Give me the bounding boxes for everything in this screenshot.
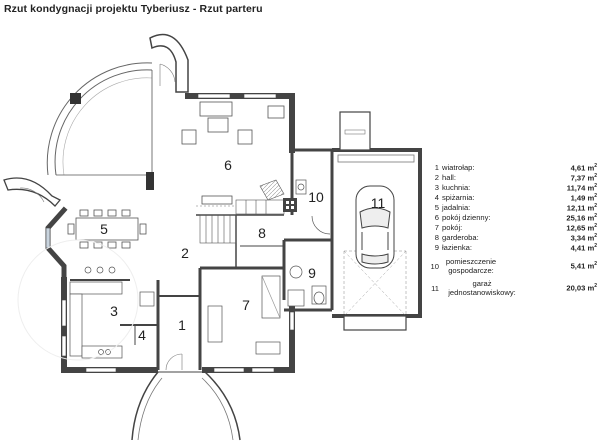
chimney-icon xyxy=(283,198,297,212)
svg-text:1: 1 xyxy=(178,317,186,333)
garage xyxy=(332,111,422,331)
bathroom-fixtures xyxy=(287,265,327,307)
kitchen-fixtures xyxy=(69,266,155,359)
svg-text:2: 2 xyxy=(181,245,189,261)
terrace-arc-top xyxy=(149,33,189,93)
svg-text:11: 11 xyxy=(371,195,386,211)
svg-text:3: 3 xyxy=(110,303,118,319)
plan-title: Rzut kondygnacji projektu Tyberiusz - Rz… xyxy=(4,3,263,15)
svg-text:6: 6 xyxy=(224,157,232,173)
svg-text:5: 5 xyxy=(100,221,108,237)
utility-fixtures xyxy=(295,179,331,235)
windows xyxy=(45,93,295,373)
svg-text:8: 8 xyxy=(258,225,266,241)
car-icon xyxy=(355,185,395,269)
bedroom-furniture xyxy=(207,275,281,355)
garage-door xyxy=(343,315,407,331)
column-post xyxy=(70,93,81,104)
room-labels: 1 2 3 4 5 6 7 8 9 10 11 xyxy=(100,157,385,343)
svg-text:10: 10 xyxy=(308,189,324,205)
svg-text:9: 9 xyxy=(308,265,316,281)
interior-walls xyxy=(70,148,334,370)
svg-text:4: 4 xyxy=(138,327,146,343)
living-room-furniture xyxy=(181,101,285,205)
svg-text:7: 7 xyxy=(242,297,250,313)
staircase xyxy=(196,179,285,244)
dining-table xyxy=(67,209,147,249)
terrace-arc-left xyxy=(3,177,62,207)
bay-window-living xyxy=(46,62,154,190)
entrance-porch xyxy=(131,353,241,441)
